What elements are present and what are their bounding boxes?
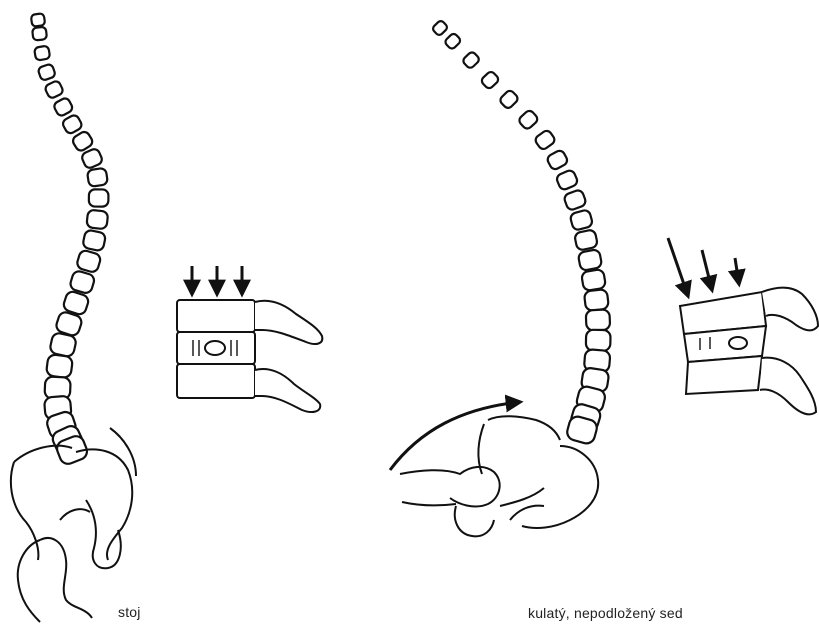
sitting-spine [432,20,611,446]
vertebra [584,289,609,311]
standing-load-arrows [192,266,242,294]
vertebra [53,97,74,118]
vertebra [37,63,56,81]
vertebra [34,45,50,60]
vertebra [46,354,73,378]
vertebra [581,269,606,291]
label-sitting: kulatý, nepodložený sed [528,605,683,621]
label-standing: stoj [118,604,141,620]
vertebra [517,109,539,131]
vertebra [586,309,611,330]
sitting-motion-segment [680,288,818,415]
sitting-load-arrows [668,238,739,296]
vertebra [578,249,603,271]
standing-motion-segment [177,300,322,412]
vertebra [586,330,611,351]
rotation-arrow [390,402,520,470]
vertebra [49,332,77,358]
vertebra [534,129,557,151]
standing-spine [31,13,109,466]
vertebra [87,168,108,187]
vertebra [432,20,449,37]
vertebra [61,114,83,135]
vertebra [86,210,108,230]
vertebra [499,89,520,110]
load-arrow [735,258,739,284]
vertebra [444,32,462,50]
vertebra [563,189,587,211]
vertebra [44,80,64,100]
vertebra [31,13,46,27]
vertebra [569,209,593,231]
vertebra [32,27,47,41]
vertebra [574,229,598,251]
vertebra [76,249,102,273]
vertebra [546,149,569,171]
vertebra [89,189,109,206]
load-arrow [668,238,688,296]
vertebra [82,229,106,251]
vertebra [555,169,579,191]
vertebra [462,51,481,70]
vertebra [480,70,500,90]
load-arrow [702,250,712,290]
